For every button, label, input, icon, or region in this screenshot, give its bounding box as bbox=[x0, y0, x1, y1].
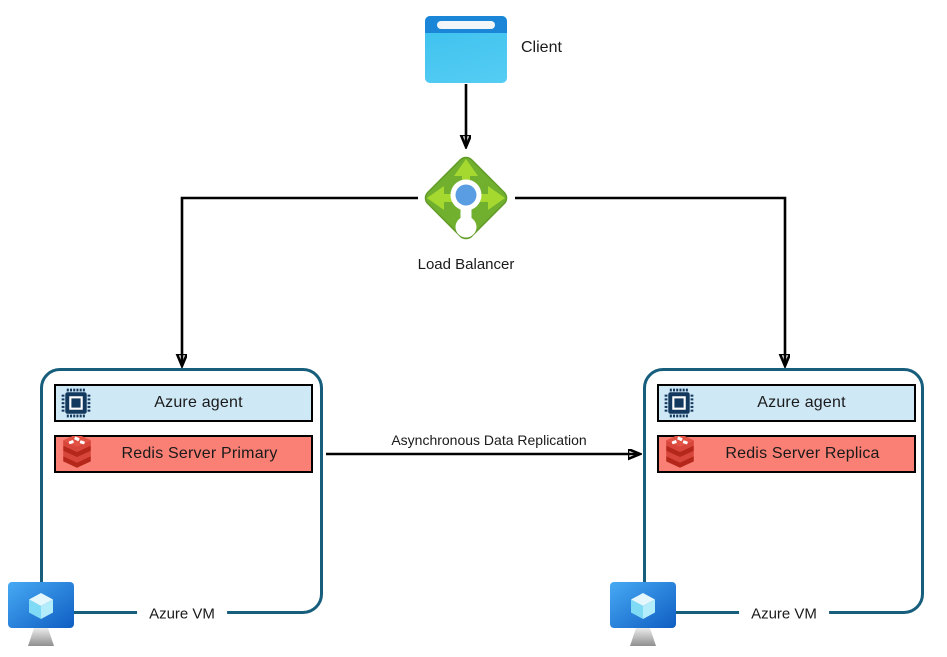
redis-replica-label: Redis Server Replica bbox=[725, 445, 880, 462]
redis-icon bbox=[664, 436, 696, 472]
lb-to-left-vm-arrow bbox=[182, 196, 418, 365]
azure-vm-label-right: Azure VM bbox=[739, 604, 829, 624]
azure-vm-label-left: Azure VM bbox=[137, 604, 227, 624]
azure-agent-bar-right: Azure agent bbox=[657, 384, 916, 422]
load-balancer-icon bbox=[424, 156, 508, 240]
browser-addressbar bbox=[437, 21, 495, 29]
replication-label: Asynchronous Data Replication bbox=[391, 432, 587, 448]
cpu-chip-icon bbox=[61, 388, 91, 418]
azure-agent-bar-left: Azure agent bbox=[54, 384, 313, 422]
redis-primary-label: Redis Server Primary bbox=[121, 445, 278, 462]
vm-box-left: Azure agent Redis Server P bbox=[40, 368, 323, 614]
cpu-chip-icon bbox=[664, 388, 694, 418]
redis-icon bbox=[61, 436, 93, 472]
azure-vm-icon-left bbox=[8, 582, 74, 646]
client-browser-icon bbox=[425, 16, 507, 83]
vm-box-right: Azure agent Redis Server R bbox=[643, 368, 924, 614]
azure-agent-label: Azure agent bbox=[757, 394, 846, 411]
azure-vm-icon-right bbox=[610, 582, 676, 646]
azure-agent-label: Azure agent bbox=[154, 394, 243, 411]
client-label: Client bbox=[521, 39, 562, 56]
redis-replica-bar: Redis Server Replica bbox=[657, 435, 916, 473]
load-balancer-label: Load Balancer bbox=[417, 256, 515, 273]
redis-primary-bar: Redis Server Primary bbox=[54, 435, 313, 473]
lb-to-right-vm-arrow bbox=[515, 196, 785, 365]
